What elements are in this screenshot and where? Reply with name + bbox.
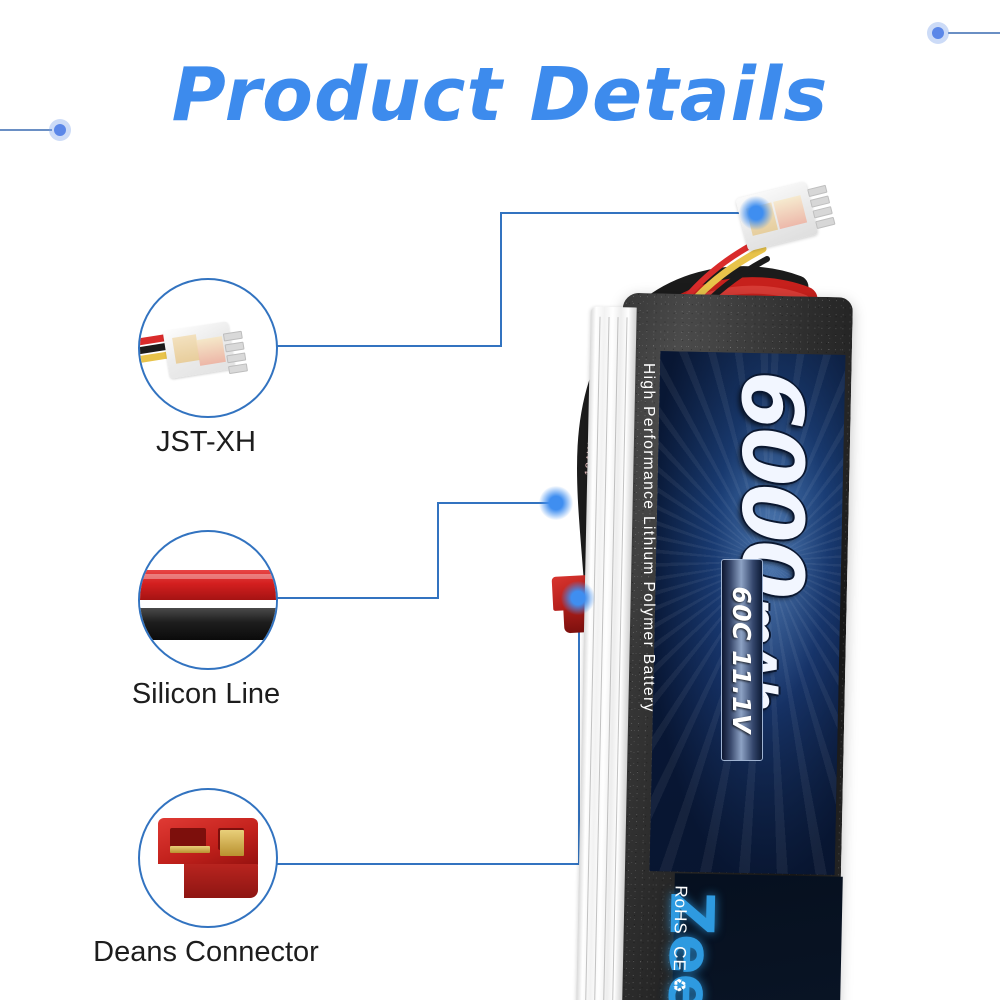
silicon-line-hotspot[interactable] xyxy=(539,486,573,520)
callout-label-silicon-line: Silicon Line xyxy=(131,678,281,710)
silicon-leader-segment-3 xyxy=(437,502,559,504)
deans-leader-segment-1 xyxy=(276,863,580,865)
callout-label-deans-connector: Deans Connector xyxy=(93,936,319,968)
jst-xh-connector-icon xyxy=(140,280,276,416)
callout-jst-xh[interactable]: JST-XH xyxy=(138,278,278,458)
jst-leader-segment-1 xyxy=(276,345,502,347)
left-marker-line xyxy=(0,129,52,131)
battery-brand-block: Zeee RoHS CE ♻ ⌧ xyxy=(653,873,843,1000)
battery-rating-text: 60C 11.1V xyxy=(727,586,757,734)
silicon-leader-segment-1 xyxy=(276,597,439,599)
certification-marks: RoHS CE ♻ ⌧ xyxy=(668,885,691,1000)
deans-t-plug-icon xyxy=(140,790,276,926)
jst-leader-segment-3 xyxy=(500,212,756,214)
battery-product-photo: 12AWG 200°C xyxy=(505,175,885,1000)
battery-description-text: High Performance Lithium Polymer Battery xyxy=(640,363,657,713)
top-right-marker-dot xyxy=(927,22,949,44)
deans-leader-segment-2 xyxy=(578,598,580,864)
callout-deans-connector[interactable]: Deans Connector xyxy=(93,788,319,968)
deans-connector-hotspot[interactable] xyxy=(561,581,595,615)
jst-xh-circle xyxy=(138,278,278,418)
callout-silicon-line[interactable]: Silicon Line xyxy=(132,530,280,710)
battery-rating-badge: 60C 11.1V xyxy=(721,559,763,761)
silicon-line-circle xyxy=(138,530,278,670)
page-title: Product Details xyxy=(171,52,829,138)
deans-connector-circle xyxy=(138,788,278,928)
callout-label-jst-xh: JST-XH xyxy=(156,426,256,458)
silicon-leader-segment-2 xyxy=(437,503,439,599)
left-marker-dot xyxy=(49,119,71,141)
jst-xh-hotspot[interactable] xyxy=(739,196,773,230)
jst-leader-segment-2 xyxy=(500,213,502,347)
top-right-marker-line xyxy=(948,32,1000,34)
